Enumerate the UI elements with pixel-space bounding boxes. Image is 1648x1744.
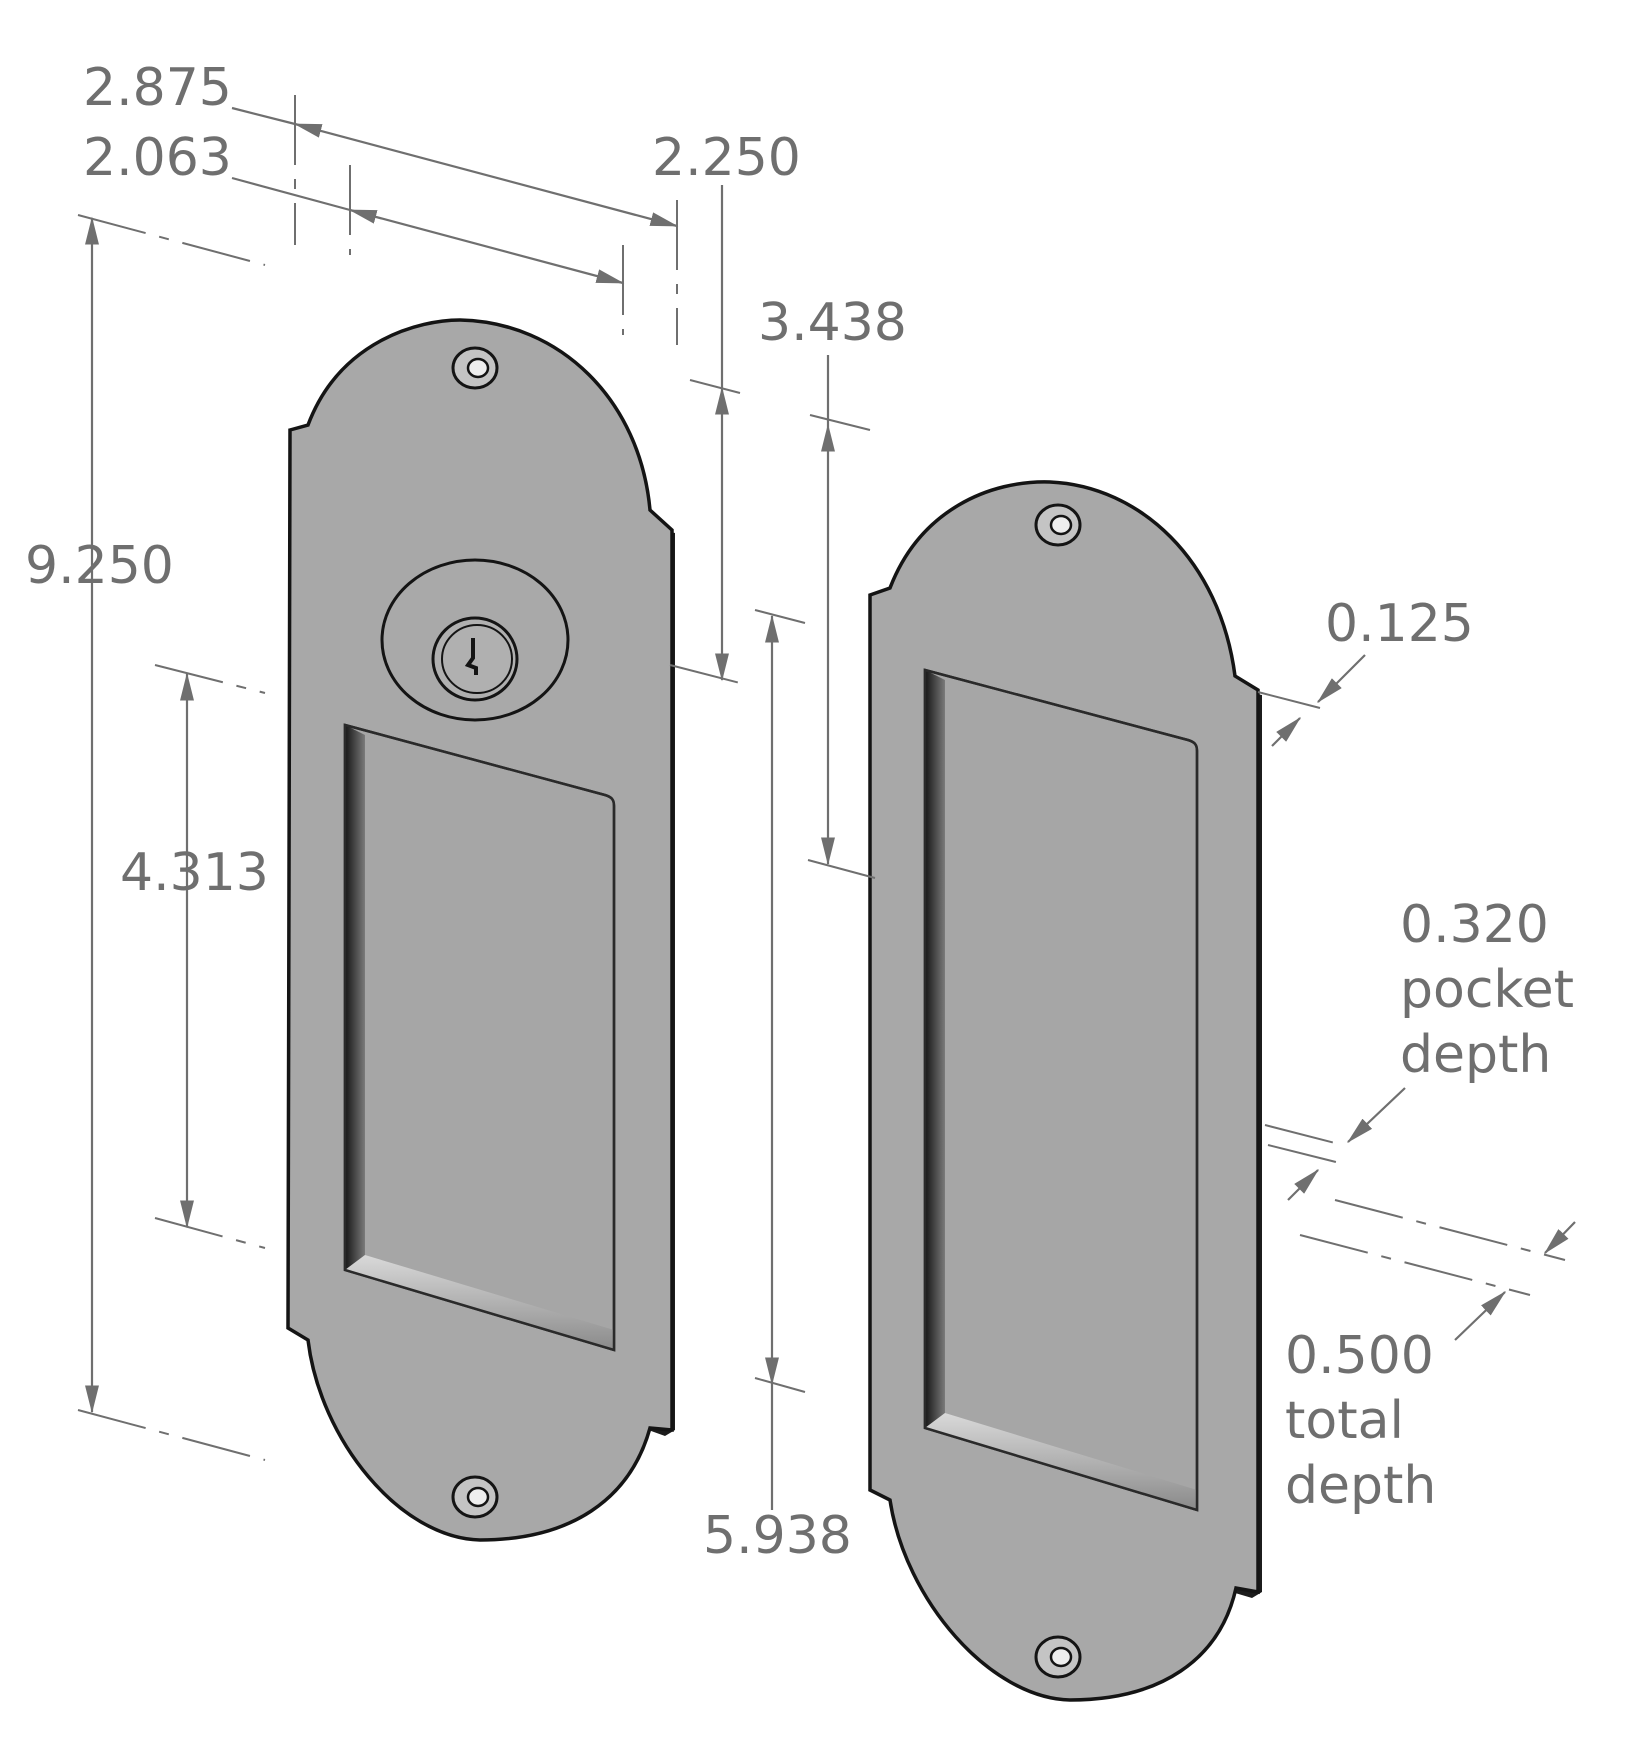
left-pull-recess xyxy=(343,723,616,1352)
dim-2875-label: 2.875 xyxy=(83,58,232,118)
right-pull-recess xyxy=(923,668,1199,1512)
dimension-labels: 2.875 2.063 2.250 3.438 9.250 4.313 5.93… xyxy=(25,58,1574,1566)
dim-0125-arrow-bottom xyxy=(1271,717,1301,747)
dim-0320-label: 0.320 xyxy=(1400,895,1549,955)
dim-0500-arrow-top xyxy=(1544,1221,1576,1255)
dim-0125-label: 0.125 xyxy=(1325,594,1474,654)
dim-0320-arrow-bottom xyxy=(1287,1169,1319,1201)
dim-0500-arrow-bottom xyxy=(1454,1291,1507,1341)
dim-0500-label-depth: depth xyxy=(1285,1456,1436,1516)
dim-2063-line xyxy=(348,208,625,285)
dim-2875-line xyxy=(293,122,679,228)
dim-2250-label: 2.250 xyxy=(652,128,801,188)
key-cylinder xyxy=(380,558,570,722)
dim-2063-label: 2.063 xyxy=(83,128,232,188)
dim-0500-label-total: total xyxy=(1285,1391,1404,1451)
left-bottom-screw-hole xyxy=(451,1475,499,1519)
dim-0125-arrow-top xyxy=(1317,654,1366,703)
dim-0500-label: 0.500 xyxy=(1285,1326,1434,1386)
left-top-screw-hole xyxy=(451,346,499,390)
dim-4313-label: 4.313 xyxy=(120,843,269,903)
dim-0320-label-depth: depth xyxy=(1400,1025,1551,1085)
left-plate xyxy=(286,318,675,1542)
dimension-lines xyxy=(85,106,1576,1510)
dim-5938-label: 5.938 xyxy=(703,1506,852,1566)
keyway-icon xyxy=(464,638,478,675)
dim-3438-label: 3.438 xyxy=(758,293,907,353)
right-bottom-screw-hole xyxy=(1034,1635,1082,1679)
dim-0320-arrow-top xyxy=(1346,1087,1406,1143)
right-top-screw-hole xyxy=(1034,503,1082,547)
dim-0320-label-pocket: pocket xyxy=(1400,960,1574,1020)
right-plate xyxy=(868,480,1262,1702)
dim-9250-label: 9.250 xyxy=(25,536,174,596)
